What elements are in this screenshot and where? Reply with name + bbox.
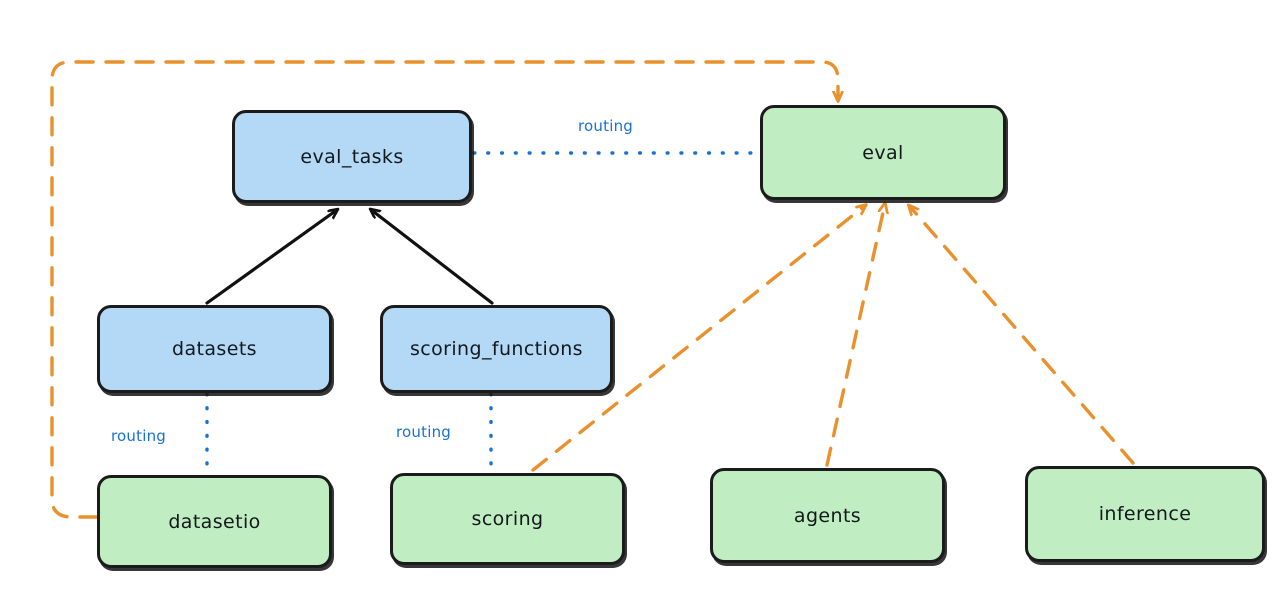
edge-datasets-to-eval_tasks — [205, 212, 334, 305]
node-scoring-functions[interactable]: scoring_functions — [380, 305, 613, 393]
node-scoring[interactable]: scoring — [390, 473, 625, 565]
edge-agents-to-eval — [825, 208, 884, 467]
node-label: eval_tasks — [300, 145, 404, 168]
node-eval[interactable]: eval — [760, 105, 1006, 200]
edge-label-routing-datasets-datasetio: routing — [111, 427, 166, 445]
node-label: agents — [793, 504, 862, 527]
node-label: datasetio — [168, 510, 261, 533]
node-datasets[interactable]: datasets — [97, 305, 332, 393]
edge-inference-to-eval — [912, 209, 1135, 465]
node-label: inference — [1098, 503, 1192, 525]
node-label: scoring_functions — [410, 338, 583, 360]
node-label: datasets — [172, 338, 257, 360]
node-eval-tasks[interactable]: eval_tasks — [232, 110, 472, 203]
edge-scoring_functions-to-eval_tasks — [374, 212, 494, 305]
edge-label-routing-scoring-functions-scoring: routing — [396, 423, 451, 441]
node-datasetio[interactable]: datasetio — [97, 475, 332, 568]
node-inference[interactable]: inference — [1025, 466, 1265, 562]
node-agents[interactable]: agents — [710, 468, 945, 563]
node-label: eval — [862, 141, 904, 164]
node-label: scoring — [471, 508, 544, 530]
edge-label-routing-eval-tasks-eval: routing — [578, 117, 633, 135]
